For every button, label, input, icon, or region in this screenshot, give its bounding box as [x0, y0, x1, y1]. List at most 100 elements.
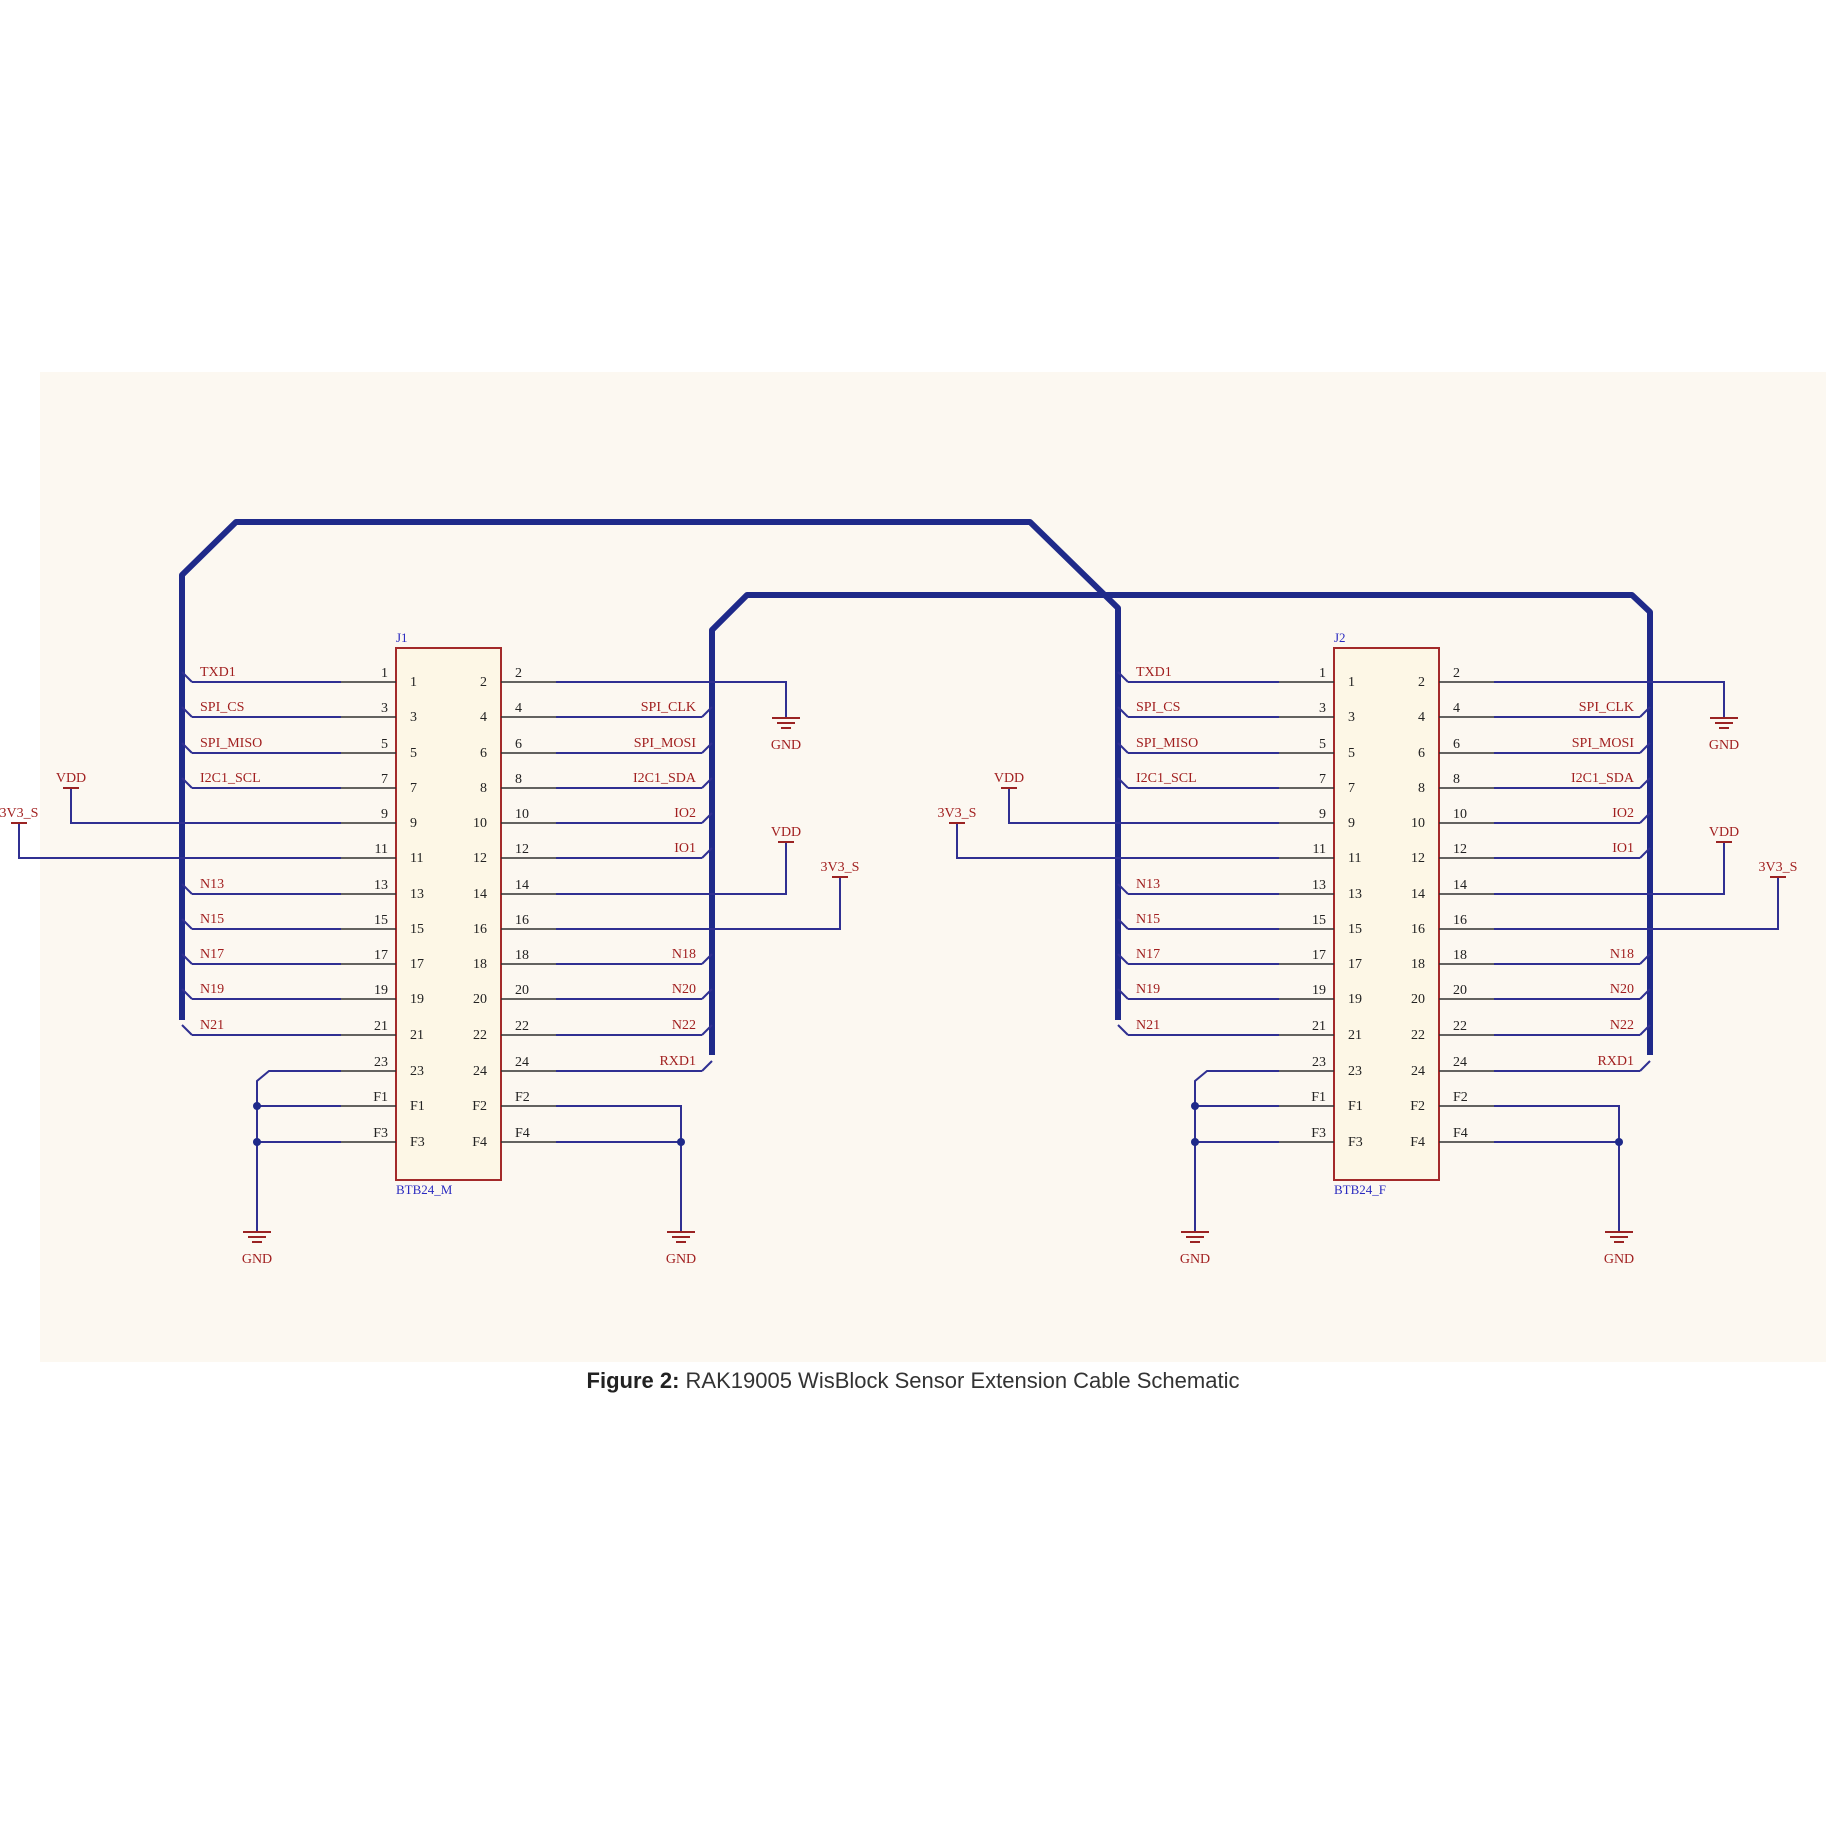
- j1-net-spi-cs-entry: [181, 706, 193, 718]
- j1-net-n20-label: N20: [672, 982, 696, 997]
- j1-pin-21-number: 21: [374, 1019, 388, 1034]
- j1-net-spi-miso-entry: [181, 742, 193, 754]
- j2-pin-9-inner: 9: [1348, 816, 1355, 831]
- j1-pin-22-inner: 22: [473, 1028, 487, 1043]
- j2-pin-19-inner: 19: [1348, 992, 1362, 1007]
- j2-net-n19-label: N19: [1136, 982, 1160, 997]
- j1-left-gnd-label: GND: [242, 1252, 272, 1267]
- j2-net-n13-label: N13: [1136, 877, 1160, 892]
- j1-pin-21-inner: 21: [410, 1028, 424, 1043]
- j2-net-rxd1-label: RXD1: [1597, 1054, 1634, 1069]
- j1-pin-12-inner: 12: [473, 851, 487, 866]
- j1-net-n19-label: N19: [200, 982, 224, 997]
- j2-net-i2c1-scl-entry: [1117, 777, 1129, 789]
- j2-pin-3-number: 3: [1319, 701, 1326, 716]
- j2-net-i2c1-scl-label: I2C1_SCL: [1136, 771, 1197, 786]
- j1-net-n21-label: N21: [200, 1018, 224, 1033]
- j1-part-label: BTB24_M: [396, 1182, 453, 1197]
- j1-junction-f4: [677, 1138, 685, 1146]
- j1-pin2-gnd-label: GND: [771, 738, 801, 753]
- j1-net-n13-entry: [181, 883, 193, 895]
- j1-pin-18-inner: 18: [473, 957, 487, 972]
- j1-net-io1-label: IO1: [674, 841, 696, 856]
- j1-pin-3-number: 3: [381, 701, 388, 716]
- j1-pin-6-inner: 6: [480, 746, 487, 761]
- j2-pin-f1-number: F1: [1311, 1090, 1326, 1105]
- j1-pin-7-inner: 7: [410, 781, 417, 796]
- j2-net-n15-entry: [1117, 918, 1129, 930]
- j2-pin-21-number: 21: [1312, 1019, 1326, 1034]
- j1-net-n15-entry: [181, 918, 193, 930]
- j2-pin-1-number: 1: [1319, 666, 1326, 681]
- j1-pin9-vdd-label: VDD: [56, 771, 86, 786]
- j1-pin-1-inner: 1: [410, 675, 417, 690]
- j2-net-n20-entry: [1639, 988, 1651, 1000]
- j1-pin-5-number: 5: [381, 737, 388, 752]
- j1-net-io2-entry: [701, 812, 713, 824]
- j2-part-label: BTB24_F: [1334, 1182, 1386, 1197]
- j2-body: [1333, 647, 1440, 1181]
- j1-pin-16-number: 16: [515, 913, 529, 928]
- j2-pin-13-inner: 13: [1348, 887, 1362, 902]
- j1-pin-23-number: 23: [374, 1055, 388, 1070]
- j2-net-n17-label: N17: [1136, 947, 1160, 962]
- j2-pin-7-inner: 7: [1348, 781, 1355, 796]
- j2-net-txd1-label: TXD1: [1136, 665, 1172, 680]
- j2-pin14-vdd-wire: [1494, 842, 1725, 895]
- j2-net-spi-mosi-label: SPI_MOSI: [1572, 736, 1635, 751]
- j2-net-spi-cs-entry: [1117, 706, 1129, 718]
- j1-pin-14-inner: 14: [473, 887, 487, 902]
- j2-pin-22-inner: 22: [1411, 1028, 1425, 1043]
- j2-pin-f2-inner: F2: [1410, 1099, 1425, 1114]
- j1-pin9-vdd-wire: [70, 788, 341, 824]
- j2-net-io1-entry: [1639, 847, 1651, 859]
- j2-right-gnd-label: GND: [1604, 1252, 1634, 1267]
- j1-net-n19-entry: [181, 988, 193, 1000]
- j2-pin11-3v3-wire: [956, 823, 1279, 859]
- j1-pin-f2-inner: F2: [472, 1099, 487, 1114]
- j2-pin-11-inner: 11: [1348, 851, 1361, 866]
- j2-pin-9-number: 9: [1319, 807, 1326, 822]
- cable-bus-left: [179, 519, 1121, 1020]
- j2-net-n17-entry: [1117, 953, 1129, 965]
- j2-net-i2c1-sda-label: I2C1_SDA: [1571, 771, 1635, 786]
- j1-pin-10-inner: 10: [473, 816, 487, 831]
- j1-pinf2-gnd-wire: [556, 1105, 682, 1232]
- j1-pin-8-number: 8: [515, 772, 522, 787]
- j1-body: [395, 647, 502, 1181]
- j1-pin-16-inner: 16: [473, 922, 487, 937]
- j2-pin14-vdd-label: VDD: [1709, 825, 1739, 840]
- j2-pin-f4-number: F4: [1453, 1126, 1468, 1141]
- j1-pin14-vdd-wire: [556, 842, 787, 895]
- j2-net-spi-miso-entry: [1117, 742, 1129, 754]
- j1-net-n17-entry: [181, 953, 193, 965]
- j2-pin-15-number: 15: [1312, 913, 1326, 928]
- j2-pin-10-number: 10: [1453, 807, 1467, 822]
- j2-pinf2-gnd-wire: [1494, 1105, 1620, 1232]
- j1-right-gnd-label: GND: [666, 1252, 696, 1267]
- j2-net-io1-label: IO1: [1612, 841, 1634, 856]
- j1-pin-4-number: 4: [515, 701, 522, 716]
- j2-pin-f1-inner: F1: [1348, 1099, 1363, 1114]
- j1-pin11-3v3-label: 3V3_S: [0, 806, 38, 821]
- j1-pin23-gnd-wire: [256, 1070, 341, 1232]
- j2-net-rxd1-entry: [1639, 1060, 1651, 1072]
- j1-junction-f3: [253, 1138, 261, 1146]
- caption-text: RAK19005 WisBlock Sensor Extension Cable…: [679, 1368, 1240, 1393]
- j1-designator: J1: [396, 630, 408, 645]
- j2-pin-14-number: 14: [1453, 878, 1467, 893]
- j1-net-n17-label: N17: [200, 947, 224, 962]
- j1-pin-2-number: 2: [515, 666, 522, 681]
- j1-pin-9-number: 9: [381, 807, 388, 822]
- j2-net-n19-entry: [1117, 988, 1129, 1000]
- j1-pin-12-number: 12: [515, 842, 529, 857]
- j1-pin-17-number: 17: [374, 948, 388, 963]
- j1-pin11-3v3-wire: [18, 823, 341, 859]
- j1-pin-20-inner: 20: [473, 992, 487, 1007]
- j2-junction-f4: [1615, 1138, 1623, 1146]
- j2-junction-f3: [1191, 1138, 1199, 1146]
- j1-pin-5-inner: 5: [410, 746, 417, 761]
- j1-net-n22-entry: [701, 1024, 713, 1036]
- j1-pin-22-number: 22: [515, 1019, 529, 1034]
- j1-pin-7-number: 7: [381, 772, 388, 787]
